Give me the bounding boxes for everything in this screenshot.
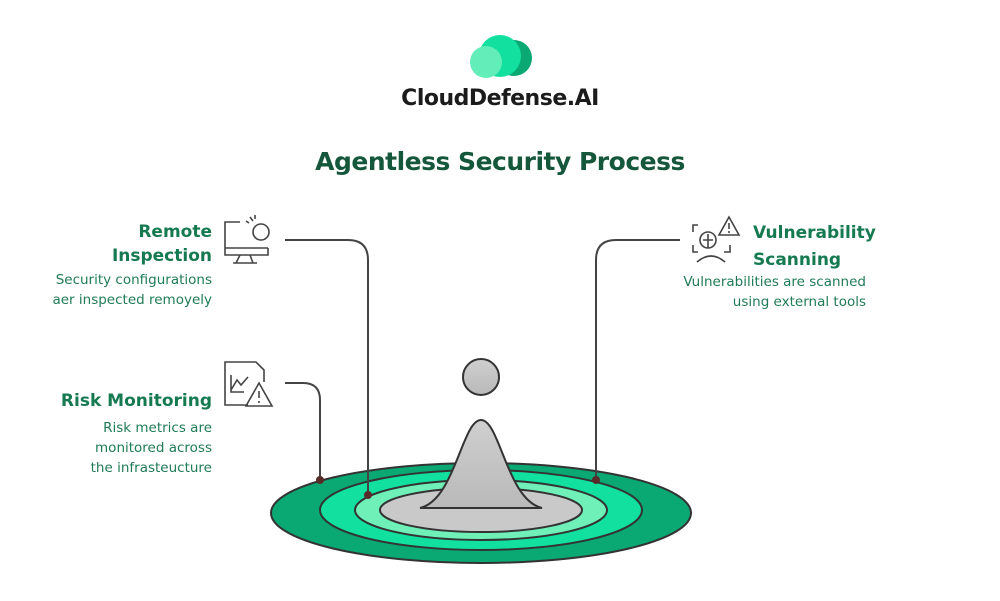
scan-warning-icon	[692, 215, 741, 263]
connector-dots	[316, 476, 600, 499]
step-desc: Security configurations	[55, 272, 212, 288]
step-risk-monitoring: Risk Monitoring	[61, 389, 212, 413]
step-vuln-desc: Vulnerabilities are scanned using extern…	[683, 272, 866, 312]
step-remote-inspection: Remote Inspection	[112, 220, 212, 268]
step-remote-desc: Security configurations aer inspected re…	[52, 270, 212, 310]
step-title: Vulnerability	[753, 223, 876, 243]
monitor-search-icon	[224, 215, 270, 264]
step-risk-desc: Risk metrics are monitored across the in…	[91, 418, 212, 478]
page-title: Agentless Security Process	[315, 147, 685, 176]
ripple-rings	[270, 462, 692, 564]
step-vulnerability-scanning: Vulnerability Scanning	[753, 221, 876, 272]
chart-warning-icon	[224, 361, 274, 407]
step-desc: Risk metrics are	[103, 420, 212, 436]
step-desc: monitored across	[95, 440, 212, 456]
connector-lines	[285, 239, 680, 495]
drop-peak	[419, 418, 543, 509]
step-desc: the infrasteucture	[90, 460, 212, 476]
step-title: Remote	[138, 222, 212, 242]
step-desc: using external tools	[732, 294, 866, 310]
step-desc: aer inspected remoyely	[52, 292, 212, 308]
drop-head	[462, 358, 500, 396]
step-desc: Vulnerabilities are scanned	[683, 274, 866, 290]
step-title: Risk Monitoring	[60, 391, 212, 411]
brand-name: CloudDefense.AI	[401, 86, 599, 111]
logo-icon	[470, 35, 532, 78]
step-title: Scanning	[753, 250, 842, 270]
step-title: Inspection	[111, 246, 212, 266]
